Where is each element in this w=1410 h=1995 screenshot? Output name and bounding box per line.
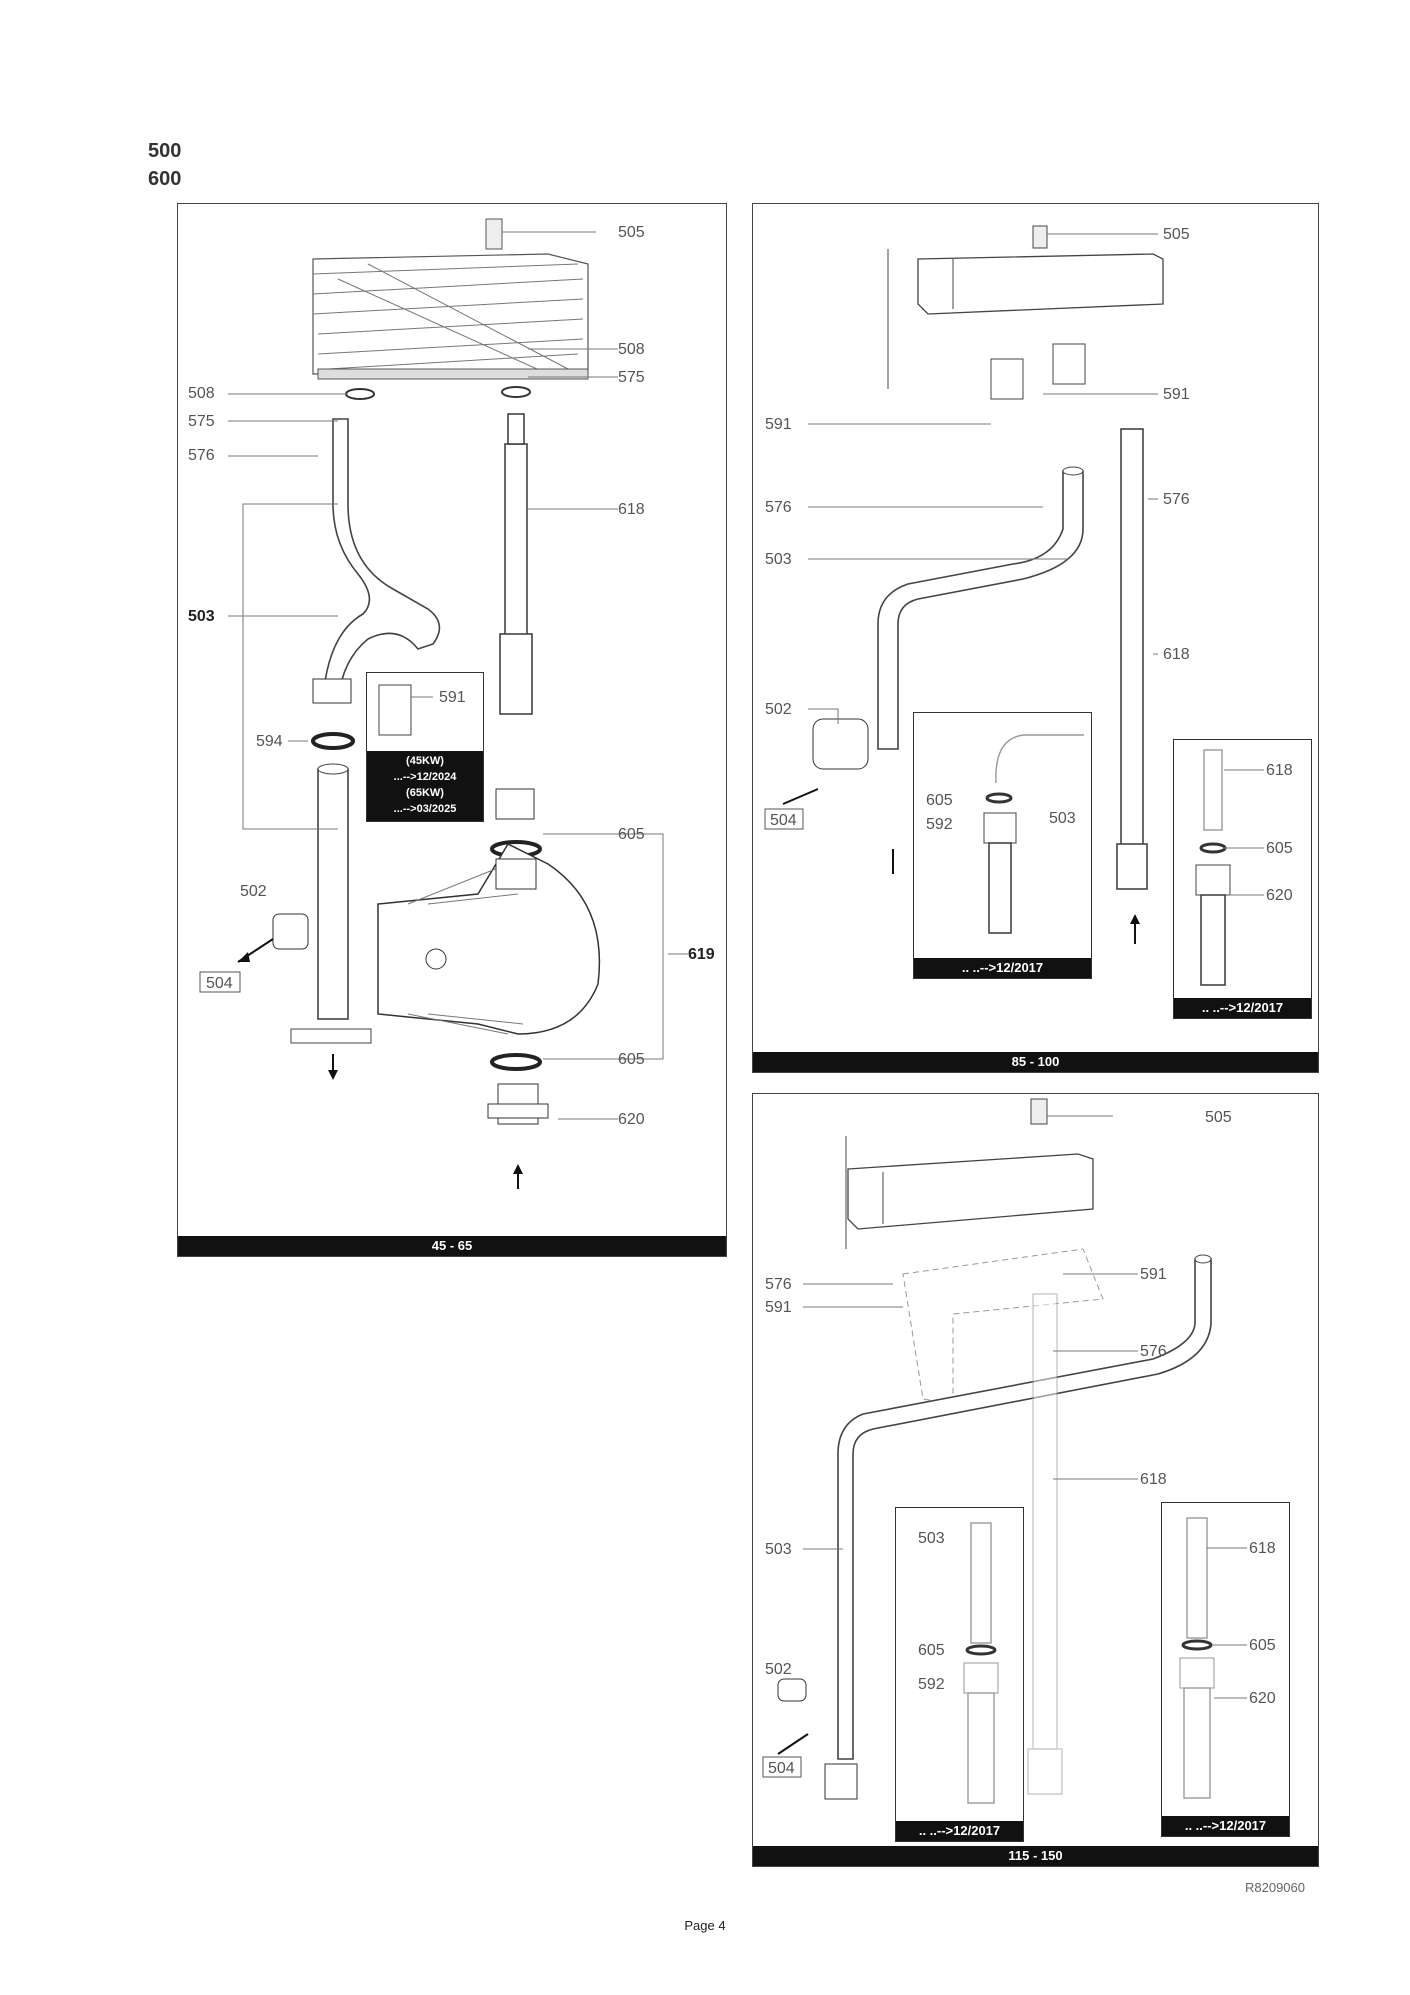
inset-a-label: .. ..-->12/2017 [896, 1821, 1023, 1841]
page-number: Page 4 [684, 1918, 726, 1933]
callout-605-inset: 605 [1249, 1637, 1276, 1654]
callout-605: 605 [926, 792, 953, 809]
callout-505: 505 [618, 224, 645, 241]
callout-505: 505 [1163, 226, 1190, 243]
callout-502: 502 [765, 701, 792, 718]
air-vent-valve [485, 218, 596, 250]
callout-618: 618 [618, 501, 645, 518]
inset-note-line2: ...-->12/2024 [393, 771, 457, 783]
diagram-panel-85-100: 505 591 591 576 576 503 618 502 504 605 … [752, 203, 1319, 1073]
callout-576: 576 [1140, 1343, 1167, 1360]
callout-576: 576 [188, 447, 215, 464]
callout-605: 605 [918, 1642, 945, 1659]
callout-620: 620 [1249, 1690, 1276, 1707]
pipe-503 [290, 388, 441, 1044]
range-bar-45-65: 45 - 65 [178, 1236, 726, 1256]
callout-594: 594 [256, 733, 283, 750]
callout-503-inset: 503 [918, 1530, 945, 1547]
inset-note-591: 591 (45KW) ...-->12/2024 (65KW) ...-->03… [366, 672, 484, 822]
model-number-600: 600 [148, 168, 182, 190]
callout-575-left: 575 [188, 413, 215, 430]
callout-503: 503 [188, 608, 215, 625]
callout-620: 620 [618, 1111, 645, 1128]
inset-a-85-100: 605 592 503 .. ..-->12/2017 [913, 712, 1092, 979]
range-bar-115-150: 115 - 150 [753, 1846, 1318, 1866]
callout-592: 592 [926, 816, 953, 833]
callout-618-inset: 618 [1249, 1540, 1276, 1557]
callout-591-right: 591 [1163, 386, 1190, 403]
callout-618-inset: 618 [1266, 762, 1293, 779]
callout-605-top: 605 [618, 826, 645, 843]
callout-592: 592 [918, 1676, 945, 1693]
callout-618: 618 [1140, 1471, 1167, 1488]
callout-591-left: 591 [765, 1299, 792, 1316]
pipe-618 [1027, 1293, 1063, 1795]
callout-504: 504 [206, 975, 233, 992]
callout-503: 503 [765, 1541, 792, 1558]
callout-502: 502 [240, 883, 267, 900]
pipe-503 [877, 466, 1084, 750]
diagram-panel-115-150: 505 576 591 591 576 618 503 502 504 503 … [752, 1093, 1319, 1867]
callout-575-right: 575 [618, 369, 645, 386]
inset-a-115-150: 503 605 592 .. ..-->12/2017 [895, 1507, 1024, 1842]
callout-620: 620 [1266, 887, 1293, 904]
callout-618: 618 [1163, 646, 1190, 663]
callout-576-top: 576 [765, 1276, 792, 1293]
diagram-panel-45-65: 505 [177, 203, 727, 1257]
callout-605-bottom: 605 [618, 1051, 645, 1068]
range-bar-85-100: 85 - 100 [753, 1052, 1318, 1072]
exploded-view-85-100: 505 591 591 576 576 503 618 502 504 [764, 225, 1190, 944]
callout-505: 505 [1205, 1109, 1232, 1126]
pipe-618 [1116, 428, 1148, 890]
inset-b-115-150: 618 605 620 .. ..-->12/2017 [1161, 1502, 1290, 1837]
distribution-block [887, 225, 1164, 389]
callout-503-inset: 503 [1049, 810, 1076, 827]
callout-591-right: 591 [1140, 1266, 1167, 1283]
inset-a-label: .. ..-->12/2017 [914, 958, 1091, 978]
distribution-block [312, 253, 589, 380]
callout-619: 619 [688, 946, 715, 963]
exploded-view-45-65: 505 [188, 218, 715, 1189]
model-number-500: 500 [148, 140, 182, 162]
pipe-618 [490, 386, 542, 858]
callout-605-inset: 605 [1266, 840, 1293, 857]
distribution-block [845, 1098, 1113, 1249]
drawing-reference: R8209060 [1245, 1880, 1305, 1895]
circulation-pump [377, 843, 601, 1125]
inset-note-line3: (65KW) [406, 787, 444, 799]
sensor-502 [237, 913, 309, 963]
callout-502: 502 [765, 1661, 792, 1678]
callout-508-right: 508 [618, 341, 645, 358]
callout-504: 504 [770, 812, 797, 829]
callout-591-left: 591 [765, 416, 792, 433]
inset-b-label: .. ..-->12/2017 [1162, 1816, 1289, 1836]
pipe-503 [837, 1254, 1212, 1760]
inset-b-85-100: 618 605 620 .. ..-->12/2017 [1173, 739, 1312, 1019]
inset-note-line4: ...-->03/2025 [393, 803, 457, 815]
inset-b-label: .. ..-->12/2017 [1174, 998, 1311, 1018]
exploded-view-115-150: 505 576 591 591 576 618 503 502 504 [762, 1098, 1232, 1800]
callout-576-right: 576 [1163, 491, 1190, 508]
callout-576-left: 576 [765, 499, 792, 516]
callout-591: 591 [439, 689, 466, 706]
inset-note-line1: (45KW) [406, 755, 444, 767]
callout-503: 503 [765, 551, 792, 568]
callout-508-left: 508 [188, 385, 215, 402]
callout-504: 504 [768, 1760, 795, 1777]
